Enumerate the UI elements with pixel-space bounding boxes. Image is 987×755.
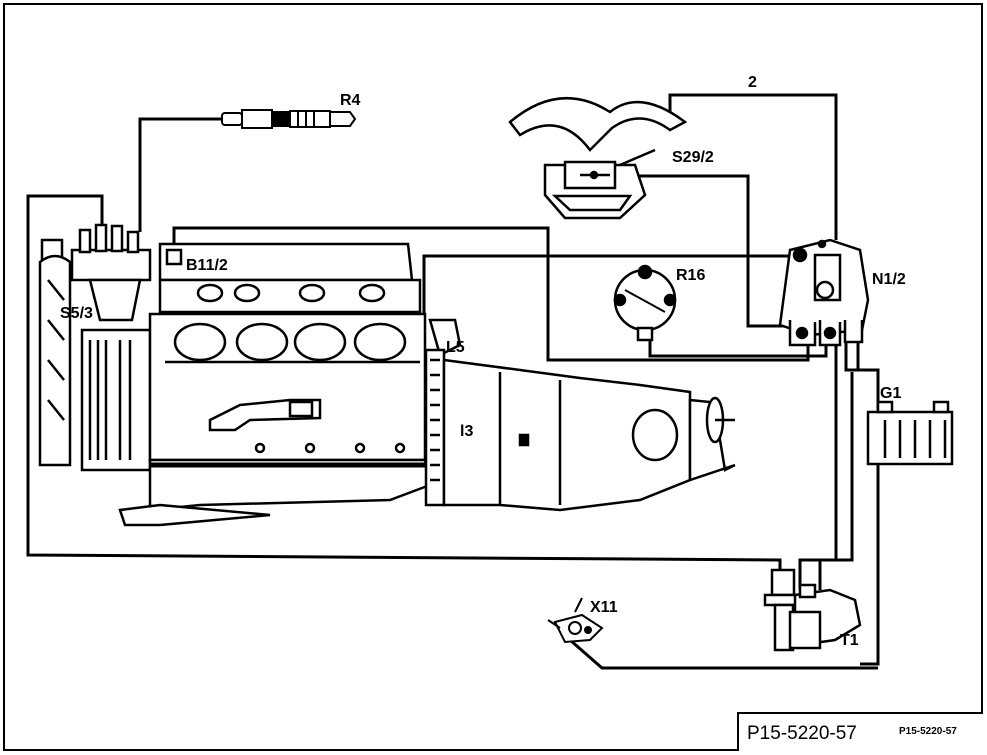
label-l3: l3 (460, 423, 473, 440)
wire-harness-to-n1 (422, 254, 800, 345)
label-wire-2: 2 (748, 74, 757, 91)
engine-block (118, 242, 432, 527)
diagram-frame (3, 3, 983, 751)
label-n1-2: N1/2 (872, 271, 906, 288)
ignition-control-unit-n1-2 (778, 238, 870, 347)
transmission (424, 318, 736, 512)
spark-plug-r4 (221, 109, 357, 129)
wire-battery-link (846, 368, 880, 666)
label-r4: R4 (340, 92, 361, 109)
wire-r16-to-n1 (648, 336, 828, 358)
label-t1: T1 (840, 632, 859, 649)
distributor-s5-3 (38, 223, 152, 472)
ignition-coil-t1 (763, 568, 862, 652)
throttle-switch-s29-2 (508, 96, 688, 220)
resistor-plug-r16 (613, 264, 677, 342)
wire-2 (668, 93, 838, 240)
figure-reference-small: P15-5220-57 (899, 726, 957, 737)
temperature-sensor-b11-2 (165, 248, 183, 266)
figure-reference-box: P15-5220-57 P15-5220-57 (737, 712, 983, 751)
wire-s29-to-n1 (612, 174, 800, 328)
label-g1: G1 (880, 385, 901, 402)
wire-battery-to-coil (818, 372, 854, 590)
battery-g1 (866, 400, 954, 466)
wire-r4-to-distributor (138, 117, 222, 232)
wire-ground-loop (26, 194, 782, 572)
wire-x11-to-t1 (569, 638, 878, 670)
label-b11-2: B11/2 (186, 257, 228, 274)
diagnostic-socket-x11 (547, 597, 604, 644)
label-r16: R16 (676, 267, 705, 284)
label-l5: L5 (446, 339, 465, 356)
figure-reference: P15-5220-57 (747, 723, 857, 744)
wire-n1-to-coil-a (798, 338, 838, 590)
component-labels: R4 S29/2 2 B11/2 R16 N1/2 S5/3 L5 l3 G1 … (60, 74, 906, 649)
label-x11: X11 (590, 599, 618, 616)
label-s5-3: S5/3 (60, 305, 93, 322)
label-s29-2: S29/2 (672, 149, 714, 166)
